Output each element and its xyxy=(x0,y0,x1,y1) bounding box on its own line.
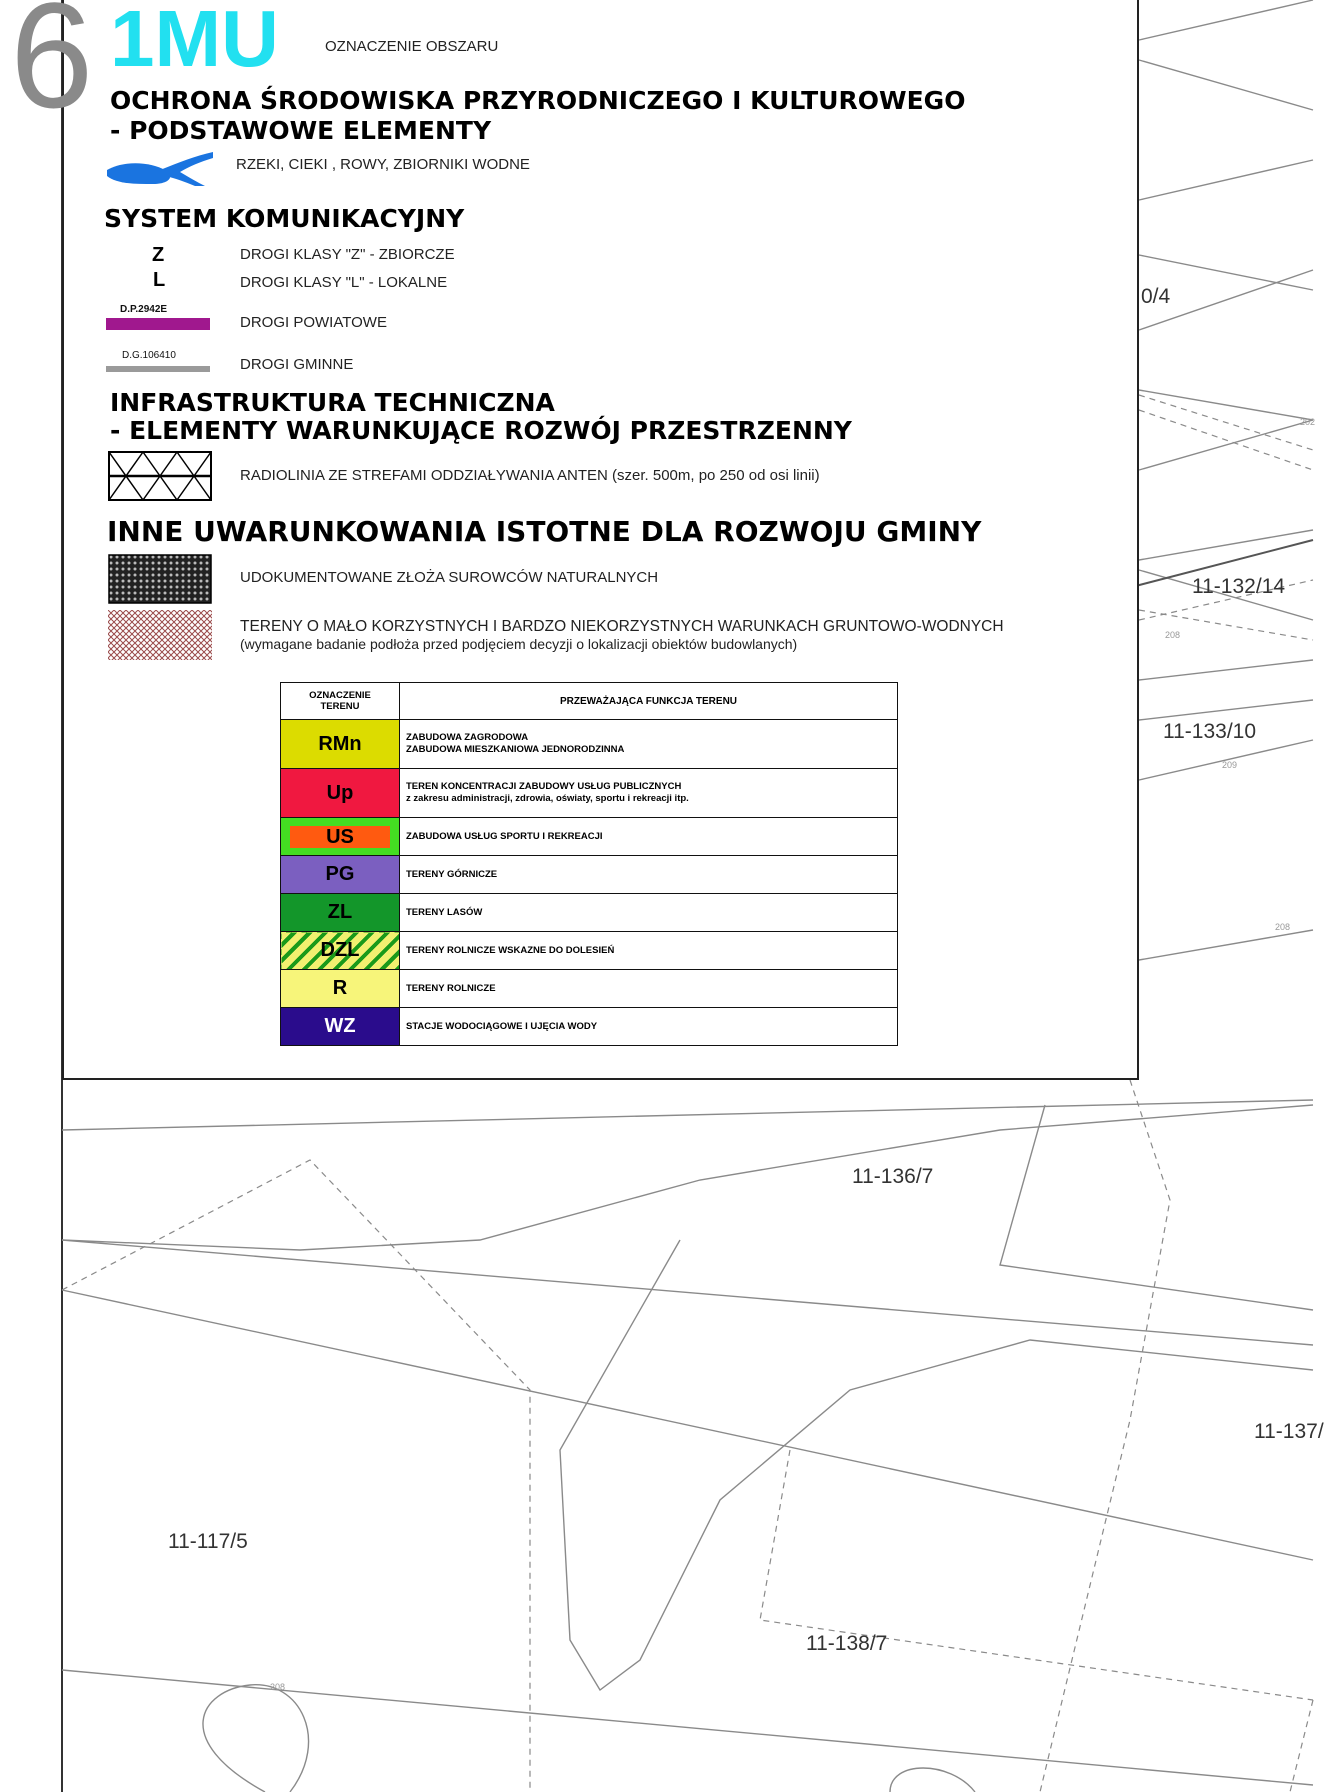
radio-link-symbol-icon xyxy=(108,451,212,501)
desc-cell: TEREN KONCENTRACJI ZABUDOWY USŁUG PUBLIC… xyxy=(399,768,898,818)
code-label: US xyxy=(326,825,354,848)
dashed-boundaries xyxy=(61,394,1314,1792)
gmina-road-code: D.G.106410 xyxy=(122,350,176,361)
road-class-l-letter: L xyxy=(153,269,166,291)
legend-deposits: UDOKUMENTOWANE ZŁOŻA SUROWCÓW NATURALNYC… xyxy=(240,569,659,586)
powiat-road-code: D.P.2942E xyxy=(120,304,168,315)
desc-cell: TERENY GÓRNICZE xyxy=(399,855,898,894)
table-row: US ZABUDOWA USŁUG SPORTU I REKREACJI xyxy=(280,817,898,856)
contour-ticks: 208 209 208 208 202 xyxy=(270,417,1315,1692)
table-row: ZL TERENY LASÓW xyxy=(280,893,898,932)
legend-road-l: DROGI KLASY "L" - LOKALNE xyxy=(240,274,448,291)
section-title-transport: SYSTEM KOMUNIKACYJNY xyxy=(104,204,465,233)
code-cell-r: R xyxy=(280,969,400,1008)
desc-line2: ZABUDOWA MIESZKANIOWA JEDNORODZINNA xyxy=(406,744,625,755)
table-row: DZL TERENY ROLNICZE WSKAZNE DO DOLESIEŃ xyxy=(280,931,898,970)
code-cell-zl: ZL xyxy=(280,893,400,932)
desc-cell: TERENY ROLNICZE WSKAZNE DO DOLESIEŃ xyxy=(399,931,898,970)
code-label: ZL xyxy=(327,901,353,923)
table-row: RMn ZABUDOWA ZAGRODOWA ZABUDOWA MIESZKAN… xyxy=(280,719,898,769)
sheet-number: 6 xyxy=(10,0,94,139)
svg-text:208: 208 xyxy=(1275,922,1290,932)
desc-line1: TEREN KONCENTRACJI ZABUDOWY USŁUG PUBLIC… xyxy=(406,781,682,792)
table-row: WZ STACJE WODOCIĄGOWE I UJĘCIA WODY xyxy=(280,1007,898,1046)
code-label: DZL xyxy=(320,939,360,961)
deposits-symbol-icon xyxy=(108,554,212,604)
desc-line1: TERENY GÓRNICZE xyxy=(406,868,498,880)
svg-text:208: 208 xyxy=(1165,630,1180,640)
legend-rivers: RZEKI, CIEKI , ROWY, ZBIORNIKI WODNE xyxy=(236,156,530,173)
legend-poor-soil-note: (wymagane badanie podłoża przed podjęcie… xyxy=(240,636,798,652)
code-label: WZ xyxy=(324,1015,356,1037)
road-class-z-letter: Z xyxy=(152,244,165,266)
svg-text:209: 209 xyxy=(1222,760,1237,770)
parcel-label: 11-136/7 xyxy=(852,1165,934,1188)
parcel-boundaries xyxy=(61,0,1314,1792)
powiat-road-symbol xyxy=(106,318,210,330)
header-code-line1: OZNACZENIE xyxy=(309,690,371,701)
legend-road-z: DROGI KLASY "Z" - ZBIORCZE xyxy=(240,246,455,263)
poor-soil-symbol-icon xyxy=(108,610,212,660)
legend-radio-link: RADIOLINIA ZE STREFAMI ODDZIAŁYWANIA ANT… xyxy=(240,467,820,484)
section-title-env: OCHRONA ŚRODOWISKA PRZYRODNICZEGO I KULT… xyxy=(110,86,966,115)
parcel-label: 11-133/10 xyxy=(1163,720,1257,743)
code-label: Up xyxy=(326,781,354,804)
section-subtitle-env: - PODSTAWOWE ELEMENTY xyxy=(110,116,492,145)
desc-cell: STACJE WODOCIĄGOWE I UJĘCIA WODY xyxy=(399,1007,898,1046)
desc-line1: TERENY ROLNICZE xyxy=(406,982,496,994)
code-cell-pg: PG xyxy=(280,855,400,894)
svg-text:202: 202 xyxy=(1300,417,1315,427)
table-row: PG TERENY GÓRNICZE xyxy=(280,855,898,894)
code-label: R xyxy=(332,977,348,999)
table-header-code: OZNACZENIE TERENU xyxy=(280,682,400,720)
desc-line1: ZABUDOWA USŁUG SPORTU I REKREACJI xyxy=(406,830,603,842)
desc-cell: TERENY LASÓW xyxy=(399,893,898,932)
parcel-label: 11-138/7 xyxy=(806,1632,888,1655)
section-subtitle-infra: - ELEMENTY WARUNKUJĄCE ROZWÓJ PRZESTRZEN… xyxy=(110,416,852,445)
desc-cell: ZABUDOWA ZAGRODOWA ZABUDOWA MIESZKANIOWA… xyxy=(399,719,898,769)
parcel-label: 11-137/ xyxy=(1254,1420,1324,1443)
code-cell-rmn: RMn xyxy=(280,719,400,769)
land-function-table: OZNACZENIE TERENU PRZEWAŻAJĄCA FUNKCJA T… xyxy=(280,682,898,1046)
code-cell-wz: WZ xyxy=(280,1007,400,1046)
area-caption: OZNACZENIE OBSZARU xyxy=(325,38,499,55)
desc-line2: z zakresu administracji, zdrowia, oświat… xyxy=(406,793,689,804)
parcel-label: 11-117/5 xyxy=(168,1530,248,1553)
code-label: PG xyxy=(325,863,355,885)
parcel-label: 0/4 xyxy=(1141,285,1171,308)
us-inner-swatch: US xyxy=(290,825,390,848)
desc-cell: ZABUDOWA USŁUG SPORTU I REKREACJI xyxy=(399,817,898,856)
area-code: 1MU xyxy=(110,0,279,83)
desc-line1: ZABUDOWA ZAGRODOWA xyxy=(406,732,529,743)
gmina-road-symbol xyxy=(106,366,210,372)
legend-gmina-roads: DROGI GMINNE xyxy=(240,356,354,373)
legend-powiat-roads: DROGI POWIATOWE xyxy=(240,314,387,331)
code-cell-us: US xyxy=(280,817,400,856)
desc-line1: TERENY LASÓW xyxy=(406,906,483,918)
table-row: R TERENY ROLNICZE xyxy=(280,969,898,1008)
code-label: RMn xyxy=(318,732,362,755)
table-row: Up TEREN KONCENTRACJI ZABUDOWY USŁUG PUB… xyxy=(280,768,898,818)
code-cell-up: Up xyxy=(280,768,400,818)
code-cell-dzl: DZL xyxy=(280,931,400,970)
desc-line1: TERENY ROLNICZE WSKAZNE DO DOLESIEŃ xyxy=(406,944,615,956)
header-code-line2: TERENU xyxy=(320,701,360,712)
parcel-label: 11-132/14 xyxy=(1192,575,1286,598)
legend-poor-soil: TERENY O MAŁO KORZYSTNYCH I BARDZO NIEKO… xyxy=(240,618,1004,635)
svg-text:208: 208 xyxy=(270,1682,285,1692)
table-header-function: PRZEWAŻAJĄCA FUNKCJA TERENU xyxy=(399,682,898,720)
section-title-other: INNE UWARUNKOWANIA ISTOTNE DLA ROZWOJU G… xyxy=(107,515,982,548)
river-symbol-icon xyxy=(107,152,213,186)
desc-line1: STACJE WODOCIĄGOWE I UJĘCIA WODY xyxy=(406,1020,598,1032)
section-title-infra: INFRASTRUKTURA TECHNICZNA xyxy=(110,388,555,417)
desc-cell: TERENY ROLNICZE xyxy=(399,969,898,1008)
